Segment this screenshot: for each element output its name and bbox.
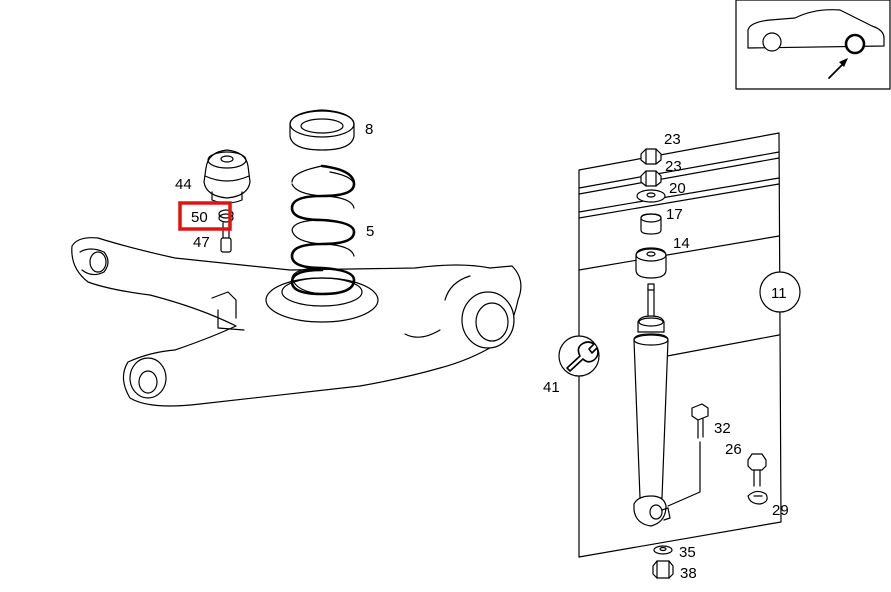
label-part-5[interactable]: 5: [366, 223, 374, 240]
nut-part-38: [652, 560, 674, 579]
label-part-14[interactable]: 14: [673, 235, 690, 252]
label-part-29[interactable]: 29: [772, 502, 789, 519]
washer-part-50: [218, 209, 234, 223]
car-rear-wheel-locator-icon: [747, 9, 885, 79]
callout-circle-11[interactable]: [759, 271, 801, 313]
label-part-26[interactable]: 26: [725, 441, 742, 458]
label-part-41[interactable]: 41: [543, 379, 560, 396]
highlight-box-part-50: [178, 201, 232, 231]
nut-part-23-upper: [640, 148, 662, 165]
shock-absorber-exploded-panel: [578, 132, 782, 558]
label-part-44[interactable]: 44: [175, 176, 192, 193]
bolt-part-32: [667, 403, 709, 507]
bump-stop-part-44: [203, 149, 251, 204]
label-part-23-lower[interactable]: 23: [665, 158, 682, 175]
label-part-8[interactable]: 8: [365, 121, 373, 138]
car-location-inset: [735, 0, 891, 90]
label-part-20[interactable]: 20: [669, 180, 686, 197]
label-part-17[interactable]: 17: [666, 206, 683, 223]
washer-part-35: [653, 545, 673, 555]
label-part-47[interactable]: 47: [193, 234, 210, 251]
label-part-38[interactable]: 38: [680, 565, 697, 582]
sleeve-part-17: [640, 213, 662, 235]
coil-spring-part-5: [290, 164, 356, 296]
label-part-50[interactable]: 50: [191, 209, 208, 226]
washer-part-20: [636, 189, 666, 203]
clip-part-29: [747, 490, 768, 505]
nut-part-23-lower: [640, 170, 662, 187]
label-part-23-upper[interactable]: 23: [664, 131, 681, 148]
rubber-mount-part-14: [635, 247, 667, 279]
wrench-icon: [558, 335, 600, 377]
label-part-35[interactable]: 35: [679, 544, 696, 561]
bolt-part-26: [747, 453, 767, 487]
label-part-32[interactable]: 32: [714, 420, 731, 437]
shock-absorber: [633, 283, 671, 527]
spring-pad-part-8: [289, 109, 355, 151]
label-part-11[interactable]: 11: [771, 285, 787, 302]
